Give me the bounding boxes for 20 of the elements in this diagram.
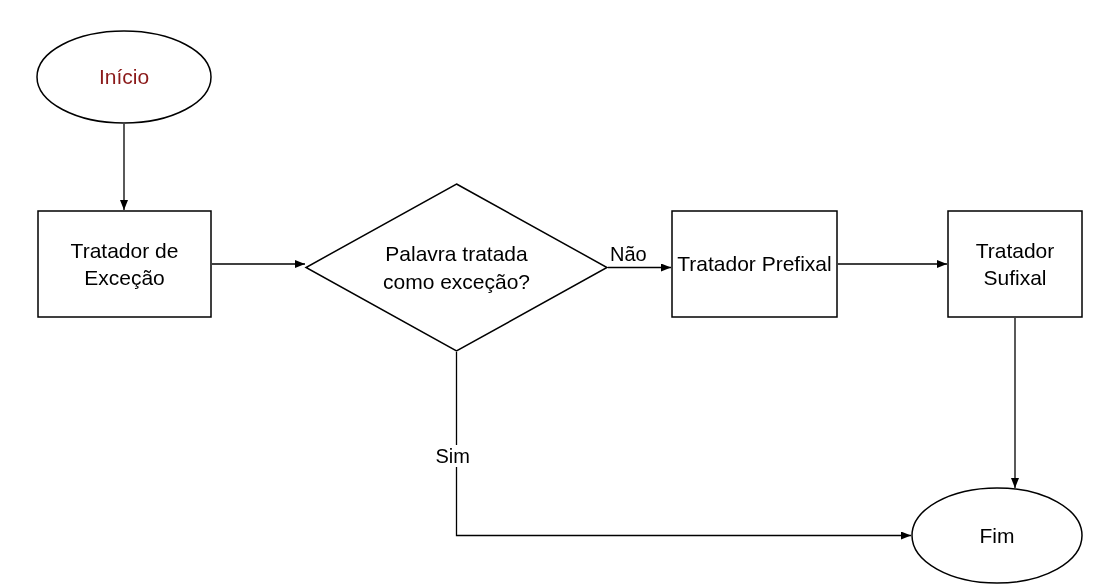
start-ellipse xyxy=(36,30,212,124)
arrow xyxy=(607,263,672,272)
arrow xyxy=(120,123,128,211)
arrow xyxy=(1011,317,1019,489)
node-label: Fim xyxy=(979,522,1015,549)
decision-diamond xyxy=(305,183,608,352)
node-label: Tratador de Exceção xyxy=(69,237,180,291)
process-box xyxy=(37,210,212,318)
node-label: Início xyxy=(98,64,150,91)
process-box xyxy=(671,210,838,318)
edge-label: Sim xyxy=(434,445,471,467)
arrow xyxy=(837,260,948,268)
arrow xyxy=(211,260,306,268)
process-box xyxy=(947,210,1083,318)
node-label: Tratador Prefixal xyxy=(677,251,832,278)
node-label: Tratador Sufixal xyxy=(974,237,1056,291)
arrow xyxy=(455,351,912,540)
decision-text: Palavra tratada como exceção? xyxy=(381,241,532,295)
end-ellipse xyxy=(911,487,1083,584)
edge-label: Não xyxy=(609,242,648,265)
